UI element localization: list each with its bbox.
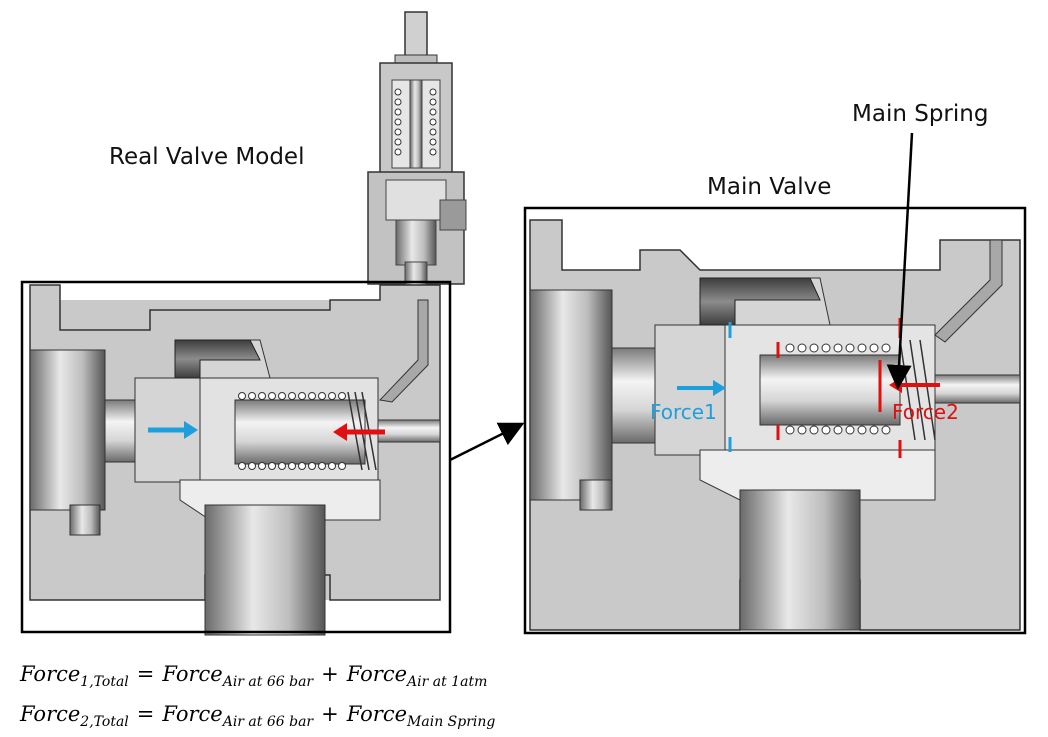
force1-label: Force1 (650, 400, 717, 424)
real-valve-cutaway (29, 284, 441, 636)
eq1-lhs: Force1,Total (20, 662, 129, 690)
main-valve-frame (523, 206, 1027, 635)
pilot-spring (394, 88, 437, 156)
force-arrows-left (148, 421, 385, 441)
eq1-term2: ForceAir at 1atm (346, 662, 488, 690)
force2-label: Force2 (892, 400, 959, 424)
real-valve-frame (20, 280, 452, 634)
eq2-term1: ForceAir at 66 bar (162, 702, 314, 730)
real-valve-model-label: Real Valve Model (109, 144, 305, 170)
eq2-term2: ForceMain Spring (346, 702, 496, 730)
main-valve-cutaway (529, 219, 1021, 631)
equation-force2: Force2,Total=ForceAir at 66 bar+ForceMai… (20, 702, 496, 730)
main-spring-pointer (886, 132, 914, 390)
eq2-lhs: Force2,Total (20, 702, 129, 730)
main-spring-coils-left (238, 392, 346, 470)
zoom-connector-arrow (449, 422, 525, 462)
equation-force1: Force1,Total=ForceAir at 66 bar+ForceAir… (20, 662, 488, 690)
main-spring-coils-right (785, 343, 891, 435)
main-spring-label: Main Spring (852, 101, 989, 127)
main-valve-label: Main Valve (707, 174, 832, 200)
pilot-valve (367, 11, 467, 303)
eq1-term1: ForceAir at 66 bar (162, 662, 314, 690)
